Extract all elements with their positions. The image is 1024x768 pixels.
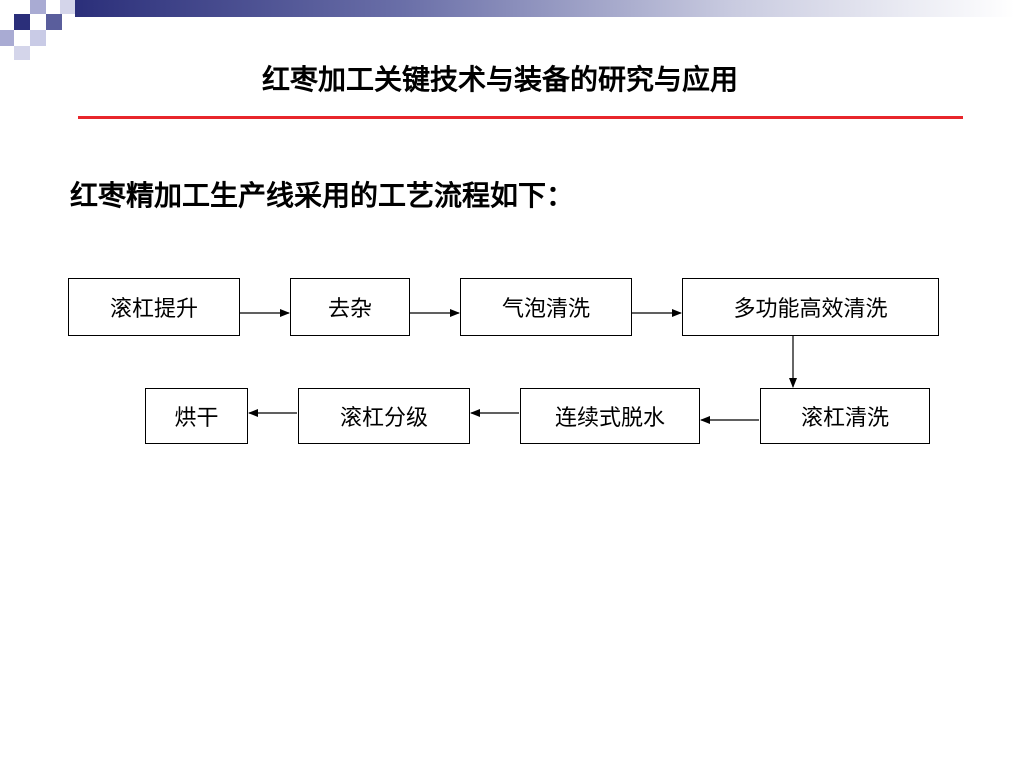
flow-step-4: 多功能高效清洗 xyxy=(682,278,939,336)
flow-step-7: 滚杠分级 xyxy=(298,388,470,444)
decorative-square-light xyxy=(60,0,75,14)
flow-step-3: 气泡清洗 xyxy=(460,278,632,336)
header-gradient-bar xyxy=(75,0,1015,17)
title-divider xyxy=(78,116,963,119)
decorative-square-light xyxy=(14,46,30,60)
subtitle: 红枣精加工生产线采用的工艺流程如下： xyxy=(70,179,575,212)
decorative-square-light xyxy=(0,30,14,46)
flow-step-1: 滚杠提升 xyxy=(68,278,240,336)
decorative-square-dark xyxy=(14,14,30,30)
flow-step-5: 滚杠清洗 xyxy=(760,388,930,444)
flow-step-8: 烘干 xyxy=(145,388,248,444)
decorative-square-light xyxy=(30,30,46,46)
slide-title: 红枣加工关键技术与装备的研究与应用 xyxy=(261,63,738,96)
decorative-square-light xyxy=(30,0,46,14)
flow-step-6: 连续式脱水 xyxy=(520,388,700,444)
decorative-square-dark xyxy=(46,14,62,30)
flow-step-2: 去杂 xyxy=(290,278,410,336)
